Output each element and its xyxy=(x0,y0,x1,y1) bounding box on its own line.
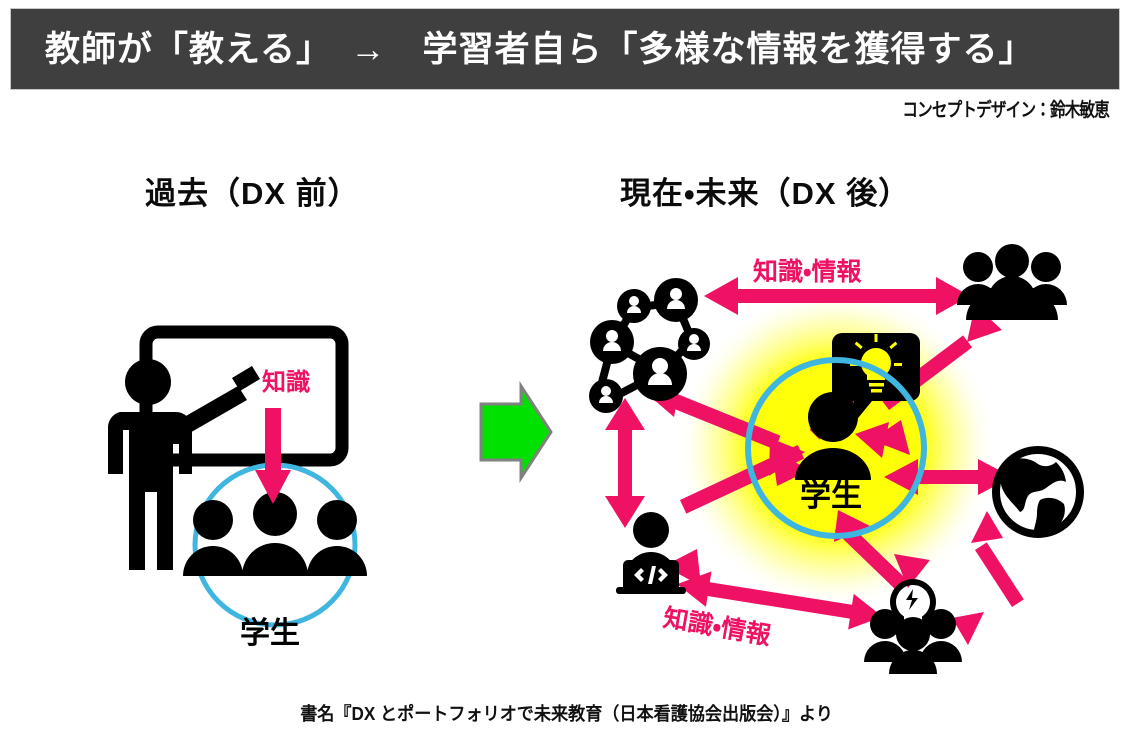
center-glow xyxy=(676,288,996,608)
knowledge-label-past: 知識 xyxy=(262,369,310,396)
center-student-icon xyxy=(795,392,871,480)
whiteboard-icon xyxy=(139,325,349,467)
social-network-icon xyxy=(589,278,710,413)
coder-laptop-icon xyxy=(616,512,686,594)
globe-icon xyxy=(992,446,1084,538)
panel-heading-past: 過去（DX 前） xyxy=(145,176,360,211)
page-title: 教師が「教える」 → 学習者自ら「多様な情報を獲得する」 xyxy=(45,29,1035,69)
students-label-past: 学生 xyxy=(240,617,300,650)
knowledge-down-arrow xyxy=(255,408,291,504)
source-note: 書名『DX とポートフォリオで未来教育（日本看護協会出版会）』より xyxy=(300,704,833,724)
center-student-label: 学生 xyxy=(800,478,862,513)
arrow-center-team xyxy=(834,510,930,591)
concept-design-credit: コンセプトデザイン：鈴木敏恵 xyxy=(902,100,1109,121)
idea-speech-bubble-icon xyxy=(832,333,920,423)
team-idea-icon xyxy=(864,578,962,674)
arrow-center-network xyxy=(645,380,805,476)
flow-label-bottom: 知識・情報 xyxy=(661,603,773,651)
arrow-globe-team xyxy=(952,511,1024,645)
arrow-center-globe xyxy=(884,459,1012,495)
arrow-center-idea xyxy=(809,380,889,458)
header-bar: 教師が「教える」 → 学習者自ら「多様な情報を獲得する」 xyxy=(10,8,1120,90)
knowledge-flow-arrows xyxy=(605,277,1024,645)
green-right-arrow xyxy=(479,380,553,484)
people-group-icon xyxy=(957,244,1067,320)
student-focus-circle xyxy=(192,462,358,628)
student-group-icon xyxy=(183,492,367,576)
arrow-center-group xyxy=(871,305,1002,455)
teacher-pointer-icon xyxy=(107,359,260,570)
arrow-center-coder xyxy=(664,445,810,586)
arrow-network-coder xyxy=(605,398,645,528)
flow-label-top: 知識・情報 xyxy=(753,258,862,286)
panel-heading-future: 現在・未来（DX 後） xyxy=(620,176,911,211)
